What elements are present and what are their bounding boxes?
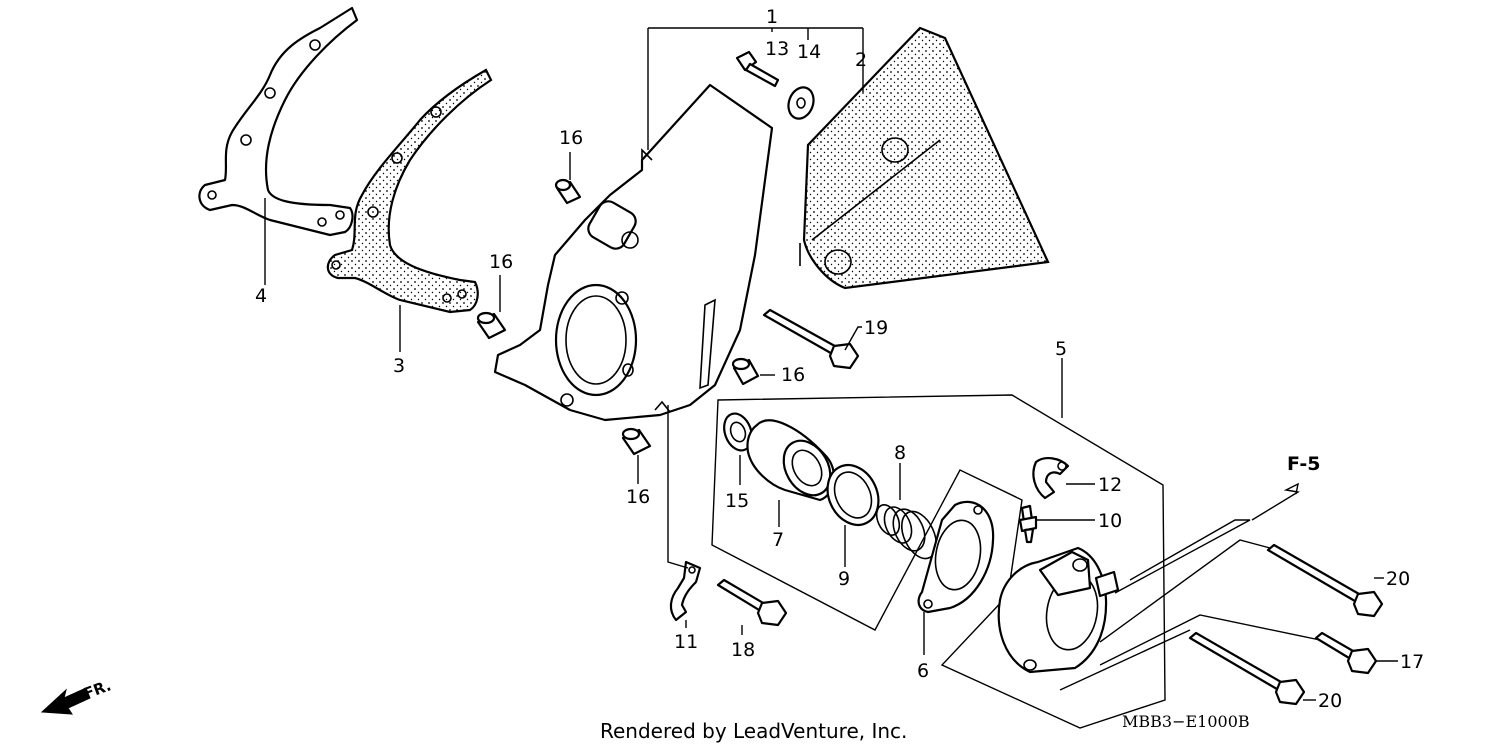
dowel-pin-16d bbox=[621, 427, 652, 456]
callout-9: 9 bbox=[838, 568, 850, 590]
bleeder-valve-part-10 bbox=[1018, 504, 1038, 544]
front-arrow-icon bbox=[40, 687, 91, 715]
oil-seal-part-15 bbox=[723, 412, 753, 452]
callout-6: 6 bbox=[917, 660, 929, 682]
callout-13: 13 bbox=[765, 38, 789, 60]
leader-lines bbox=[264, 27, 1398, 701]
callout-18: 18 bbox=[731, 639, 755, 661]
bolt-part-20-upper bbox=[1266, 543, 1384, 618]
callout-8: 8 bbox=[894, 442, 906, 464]
callout-3: 3 bbox=[393, 355, 405, 377]
piston-part-7 bbox=[746, 419, 836, 502]
callout-16c: 16 bbox=[781, 364, 805, 386]
clamp-part-11 bbox=[669, 560, 702, 622]
gasket-part-6 bbox=[917, 500, 995, 614]
callout-20-lower: 20 bbox=[1318, 690, 1342, 712]
dowel-pin-16c bbox=[731, 357, 760, 386]
dowel-pin-16a bbox=[554, 178, 582, 205]
callout-7: 7 bbox=[772, 529, 784, 551]
callout-19: 19 bbox=[864, 317, 888, 339]
callout-20-upper: 20 bbox=[1386, 568, 1410, 590]
diagram-code: MBB3−E1000B bbox=[1122, 712, 1250, 731]
dowel-pin-16b bbox=[476, 311, 507, 340]
bracket-part-12 bbox=[1032, 456, 1070, 500]
bolt-part-13 bbox=[735, 50, 780, 88]
bolt-part-17 bbox=[1314, 631, 1378, 675]
callout-16d: 16 bbox=[626, 486, 650, 508]
callout-16b: 16 bbox=[489, 251, 513, 273]
callout-12: 12 bbox=[1098, 474, 1122, 496]
cover-part-1 bbox=[493, 83, 774, 422]
callout-11: 11 bbox=[674, 631, 698, 653]
gasket-part-3 bbox=[326, 68, 493, 314]
callout-16a: 16 bbox=[559, 127, 583, 149]
bolt-part-20-lower bbox=[1188, 631, 1306, 706]
callout-15: 15 bbox=[725, 490, 749, 512]
assembly-outline-part-5 bbox=[711, 394, 1166, 729]
slave-cylinder-body bbox=[997, 546, 1120, 674]
callout-10: 10 bbox=[1098, 510, 1122, 532]
callout-1: 1 bbox=[766, 6, 778, 28]
bolt-part-18 bbox=[716, 578, 788, 627]
bolt-part-19 bbox=[762, 308, 860, 370]
reference-mark: F-5 bbox=[1287, 453, 1321, 475]
piston-seal-part-9 bbox=[826, 464, 880, 526]
callout-2: 2 bbox=[855, 49, 867, 71]
callout-labels: 1 2 13 14 4 3 16 16 16 16 19 5 15 7 8 9 … bbox=[255, 6, 1424, 712]
callout-17: 17 bbox=[1400, 651, 1424, 673]
callout-14: 14 bbox=[797, 41, 821, 63]
front-label: FR. bbox=[81, 676, 113, 702]
spring-part-8 bbox=[875, 504, 938, 560]
cover-part-2 bbox=[799, 26, 1050, 290]
washer-part-14 bbox=[787, 86, 815, 120]
callout-4: 4 bbox=[255, 285, 267, 307]
gasket-part-4 bbox=[198, 6, 359, 237]
front-direction-indicator: FR. bbox=[40, 676, 113, 715]
credit-text: Rendered by LeadVenture, Inc. bbox=[600, 719, 907, 743]
callout-5: 5 bbox=[1055, 338, 1067, 360]
